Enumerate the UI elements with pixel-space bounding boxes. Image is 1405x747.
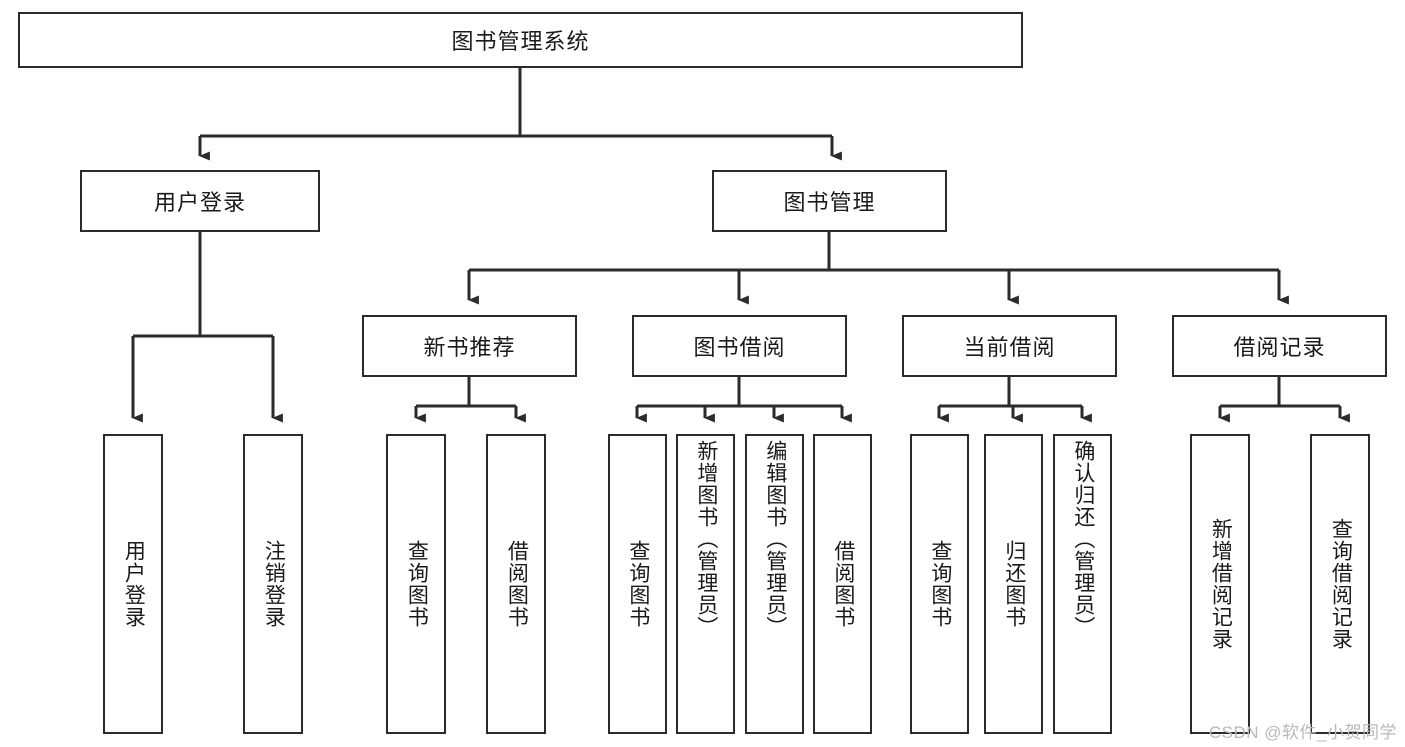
node-root[interactable]: 图书管理系统: [18, 12, 1023, 68]
leaf-query-record-label: 查询借阅记录: [1329, 518, 1353, 650]
node-user-login-label: 用户登录: [153, 190, 246, 215]
leaf-edit-book[interactable]: 编辑图书（管理员）: [745, 434, 804, 734]
node-book-borrow-label: 图书借阅: [693, 335, 786, 360]
leaf-user-login[interactable]: 用户登录: [103, 434, 163, 734]
leaf-borrow-book-rec[interactable]: 借阅图书: [486, 434, 546, 734]
leaf-borrow-book-label: 借阅图书: [831, 540, 855, 628]
node-current-borrow[interactable]: 当前借阅: [902, 315, 1117, 377]
node-book-borrow[interactable]: 图书借阅: [632, 315, 847, 377]
leaf-logout-label: 注销登录: [262, 540, 286, 628]
node-borrow-records[interactable]: 借阅记录: [1172, 315, 1387, 377]
node-book-management-label: 图书管理: [783, 190, 876, 215]
node-user-login[interactable]: 用户登录: [80, 170, 320, 232]
leaf-query-book-borrow[interactable]: 查询图书: [608, 434, 667, 734]
watermark-text: CSDN @软件_小贺同学: [1208, 723, 1397, 742]
leaf-borrow-book[interactable]: 借阅图书: [813, 434, 872, 734]
leaf-query-record[interactable]: 查询借阅记录: [1310, 434, 1370, 734]
node-current-borrow-label: 当前借阅: [963, 335, 1056, 360]
leaf-user-login-label: 用户登录: [122, 540, 146, 628]
leaf-confirm-return-label: 确认归还（管理员）: [1071, 440, 1095, 638]
leaf-confirm-return[interactable]: 确认归还（管理员）: [1053, 434, 1112, 734]
leaf-logout[interactable]: 注销登录: [243, 434, 303, 734]
leaf-query-book-current-label: 查询图书: [928, 540, 952, 628]
leaf-return-book-label: 归还图书: [1002, 540, 1026, 628]
leaf-query-book-rec-label: 查询图书: [405, 540, 429, 628]
node-new-book-recommend[interactable]: 新书推荐: [362, 315, 577, 377]
leaf-borrow-book-rec-label: 借阅图书: [505, 540, 529, 628]
node-root-label: 图书管理系统: [451, 29, 590, 54]
leaf-query-book-rec[interactable]: 查询图书: [386, 434, 446, 734]
leaf-add-record-label: 新增借阅记录: [1209, 518, 1233, 650]
leaf-query-book-borrow-label: 查询图书: [626, 540, 650, 628]
node-book-management[interactable]: 图书管理: [712, 170, 947, 232]
node-borrow-records-label: 借阅记录: [1233, 335, 1326, 360]
leaf-add-record[interactable]: 新增借阅记录: [1190, 434, 1250, 734]
leaf-add-book[interactable]: 新增图书（管理员）: [676, 434, 735, 734]
leaf-return-book[interactable]: 归还图书: [984, 434, 1043, 734]
leaf-query-book-current[interactable]: 查询图书: [910, 434, 969, 734]
leaf-edit-book-label: 编辑图书（管理员）: [763, 440, 787, 638]
leaf-add-book-label: 新增图书（管理员）: [694, 440, 718, 638]
node-new-book-recommend-label: 新书推荐: [423, 335, 516, 360]
